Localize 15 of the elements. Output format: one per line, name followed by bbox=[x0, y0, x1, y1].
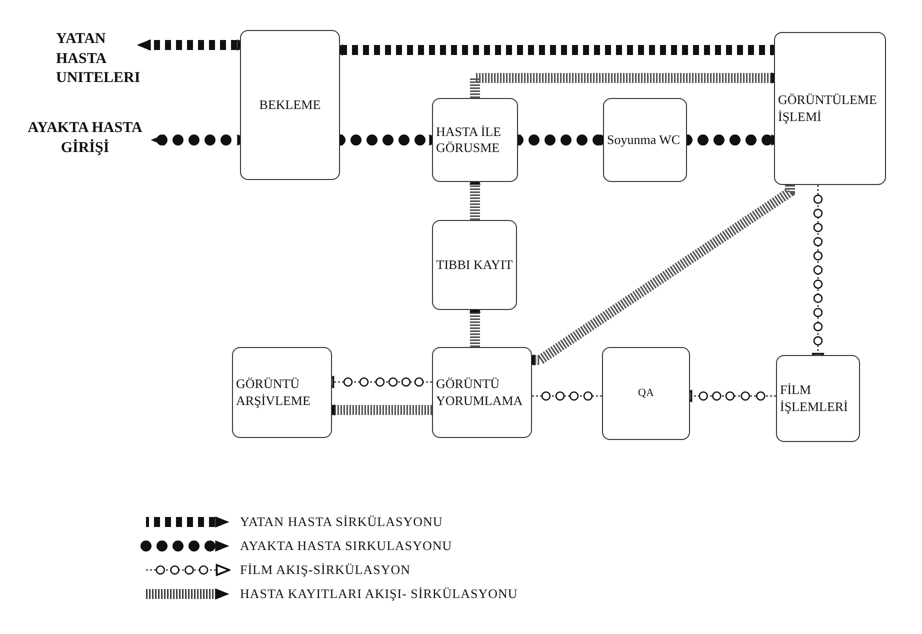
process-box: GÖRÜNTÜ ARŞİVLEME bbox=[232, 347, 332, 438]
process-box: HASTA İLE GÖRUSME bbox=[432, 98, 518, 182]
legend-text: HASTA KAYITLARI AKIŞI- SİRKÜLASYONU bbox=[240, 586, 518, 602]
process-box: TIBBI KAYIT bbox=[432, 220, 517, 310]
unit-label: AYAKTA HASTA GİRİŞİ bbox=[8, 119, 162, 161]
legend-text: FİLM AKIŞ-SİRKÜLASYON bbox=[240, 562, 410, 578]
process-box: FİLM İŞLEMLERİ bbox=[776, 355, 860, 442]
legend-text: AYAKTA HASTA SIRKULASYONU bbox=[240, 538, 452, 554]
process-box: GÖRÜNTÜLEME İŞLEMİ bbox=[774, 32, 886, 185]
process-box: GÖRÜNTÜ YORUMLAMA bbox=[432, 347, 532, 438]
process-box: QA bbox=[602, 347, 690, 440]
process-box: BEKLEME bbox=[240, 30, 340, 180]
unit-label: YATAN HASTA UNITELERI bbox=[56, 30, 148, 96]
legend-text: YATAN HASTA SİRKÜLASYONU bbox=[240, 514, 443, 530]
process-box: Soyunma WC bbox=[603, 98, 687, 182]
